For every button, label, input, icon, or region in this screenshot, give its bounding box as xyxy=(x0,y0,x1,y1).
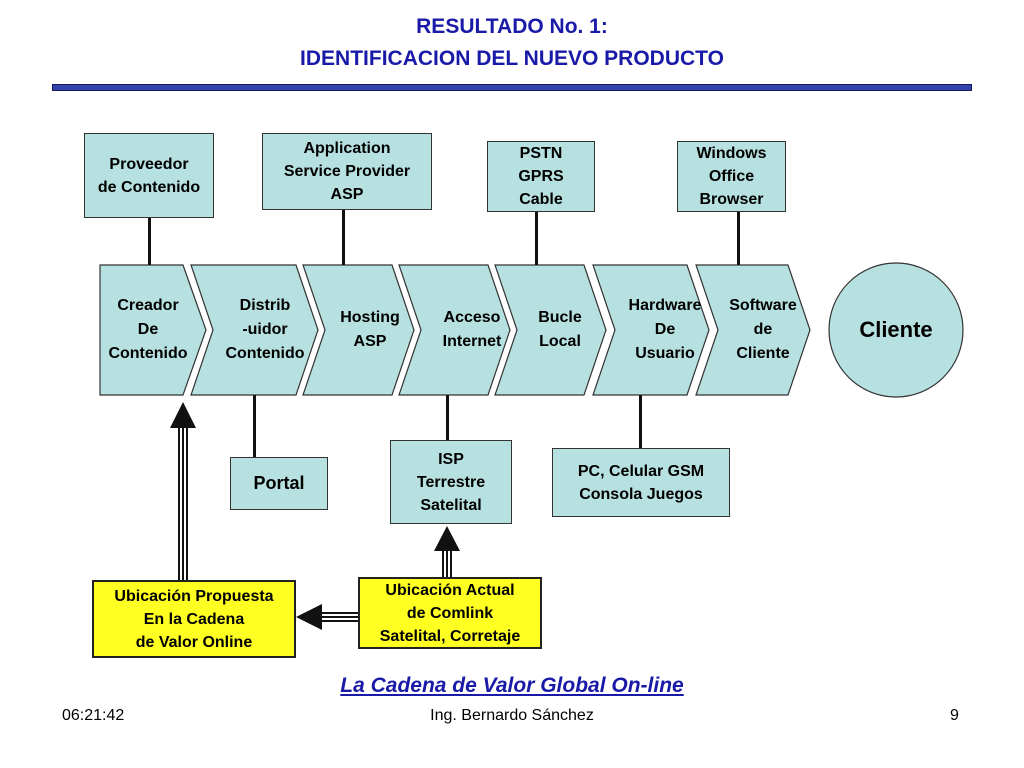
chain-shape-acceso xyxy=(398,264,511,396)
connector-pc xyxy=(639,395,642,448)
chain-shape-bucle xyxy=(494,264,607,396)
chain-label-hardware: Hardware De Usuario xyxy=(628,297,702,362)
box-ubicacion-propuesta: Ubicación Propuesta En la Cadena de Valo… xyxy=(92,580,296,658)
arrow-up-to-isp xyxy=(434,526,460,551)
connector-isp xyxy=(446,395,449,440)
footer-time: 06:21:42 xyxy=(62,707,125,724)
box-pstn-gprs-cable: PSTN GPRS Cable xyxy=(487,141,595,212)
footer-page-number: 9 xyxy=(950,707,959,724)
connector-windows xyxy=(737,212,740,265)
arrow-left-to-propuesta xyxy=(296,604,322,630)
box-windows-office-browser: Windows Office Browser xyxy=(677,141,786,212)
connector-portal xyxy=(253,395,256,457)
diagram-caption: La Cadena de Valor Global On-line xyxy=(340,674,684,697)
connector-asp xyxy=(342,210,345,265)
cliente-circle xyxy=(828,262,964,398)
arrow-up-to-creador xyxy=(170,402,196,428)
title-divider xyxy=(52,84,972,91)
chain-label-hosting: Hosting ASP xyxy=(340,309,400,350)
chain-label-bucle: Bucle Local xyxy=(538,309,582,350)
chain-shape-hosting xyxy=(302,264,415,396)
chain-label-creador: Creador De Contenido xyxy=(108,297,188,362)
box-portal: Portal xyxy=(230,457,328,510)
footer-author: Ing. Bernardo Sánchez xyxy=(430,707,594,724)
chain-label-distribuidor: Distrib -uidor Contenido xyxy=(225,297,305,362)
chain-shape-hardware xyxy=(592,264,710,396)
slide-title-line1: RESULTADO No. 1: xyxy=(416,15,608,38)
connector-proveedor xyxy=(148,218,151,265)
box-ubicacion-actual: Ubicación Actual de Comlink Satelital, C… xyxy=(358,577,542,649)
cliente-label: Cliente xyxy=(859,317,933,342)
box-pc-celular: PC, Celular GSM Consola Juegos xyxy=(552,448,730,517)
chain-shape-distribuidor xyxy=(190,264,319,396)
connector-pstn xyxy=(535,212,538,265)
chain-shape-creador xyxy=(99,264,207,396)
slide-title-line2: IDENTIFICACION DEL NUEVO PRODUCTO xyxy=(300,47,724,70)
chain-label-software: Software de Cliente xyxy=(729,297,797,362)
chain-shape-software xyxy=(695,264,811,396)
chain-label-acceso: Acceso Internet xyxy=(442,309,502,350)
box-proveedor-contenido: Proveedor de Contenido xyxy=(84,133,214,218)
box-application-service-provider: Application Service Provider ASP xyxy=(262,133,432,210)
box-isp: ISP Terrestre Satelital xyxy=(390,440,512,524)
